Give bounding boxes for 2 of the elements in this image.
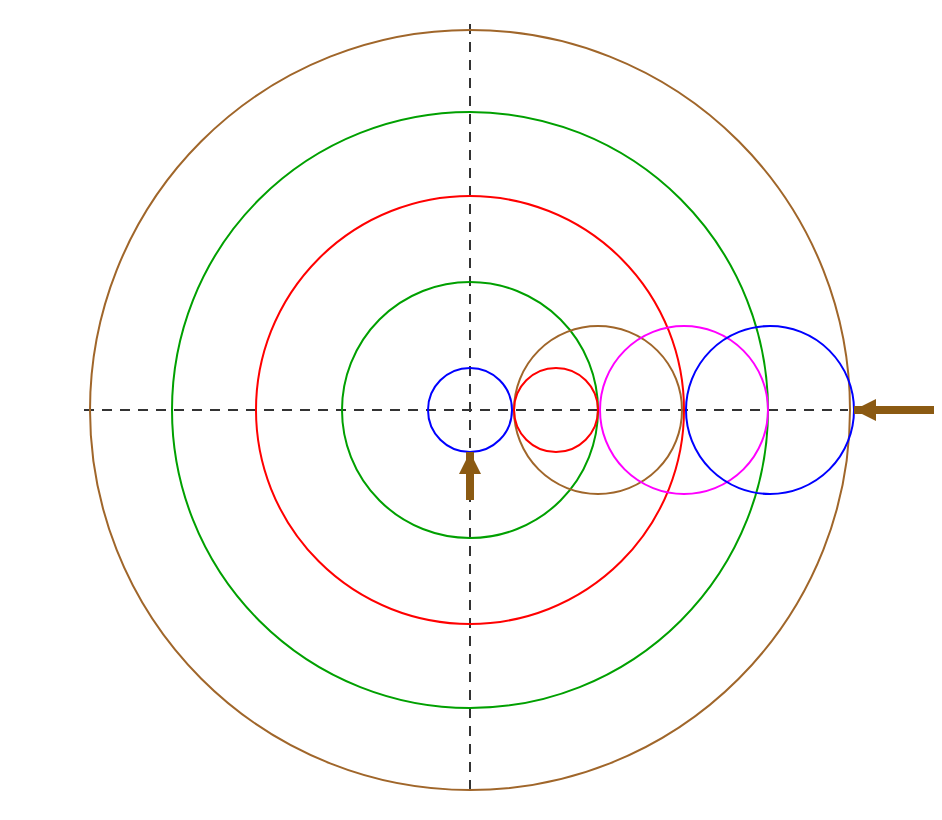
arrow — [854, 399, 934, 421]
arrow — [459, 452, 481, 500]
